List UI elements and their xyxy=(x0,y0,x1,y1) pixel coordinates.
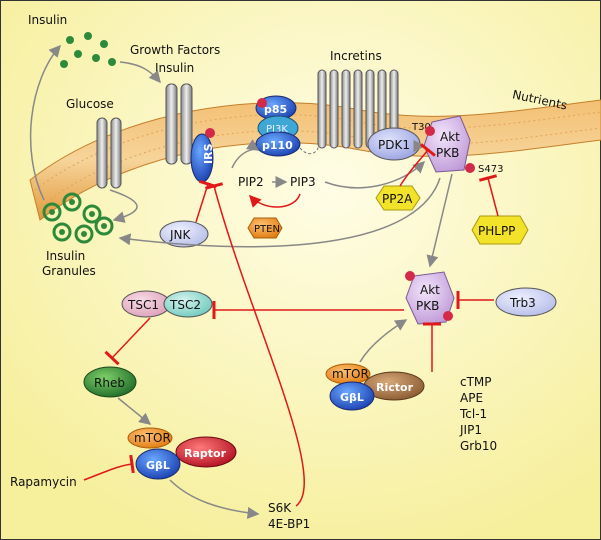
pp2a-inhibition xyxy=(399,143,436,187)
glucose-to-granules-arrow xyxy=(109,189,138,223)
svg-text:PDK1: PDK1 xyxy=(378,138,410,152)
inhibitor-item: Tcl-1 xyxy=(459,407,487,421)
akt-to-akt-arrow xyxy=(426,173,453,268)
phospho-akt-mid-1-icon xyxy=(405,271,415,281)
pi3k-complex: p85 PI3K p110 xyxy=(255,95,301,157)
rapamycin-inhibition xyxy=(83,454,135,481)
pp2a-protein: PP2A xyxy=(375,185,421,211)
svg-text:p110: p110 xyxy=(262,139,293,152)
svg-text:PP2A: PP2A xyxy=(382,192,413,206)
svg-text:PKB: PKB xyxy=(436,146,459,160)
pip3-to-akt-arrow xyxy=(324,160,426,189)
irs-to-pi3k-arrow xyxy=(231,139,260,169)
s6k-inhibits-irs xyxy=(204,182,305,507)
insulin-receptor xyxy=(165,83,193,165)
svg-text:JNK: JNK xyxy=(169,228,192,242)
svg-text:Rictor: Rictor xyxy=(376,381,414,394)
svg-text:PHLPP: PHLPP xyxy=(478,224,515,238)
svg-text:Trb3: Trb3 xyxy=(509,296,536,310)
akt-to-granules-arrow xyxy=(118,177,441,248)
rapamycin-label: Rapamycin xyxy=(10,475,77,489)
phlpp-inhibition xyxy=(478,174,499,217)
svg-text:mTOR: mTOR xyxy=(134,431,171,445)
akt-inhibitor-list: cTMP APE Tcl-1 JIP1 Grb10 xyxy=(459,375,497,453)
incretins-label: Incretins xyxy=(330,49,382,63)
inhibitor-item: Grb10 xyxy=(460,439,497,453)
pten-protein: PTEN xyxy=(247,217,283,239)
pip3-label: PIP3 xyxy=(290,175,316,189)
jnk-protein: JNK xyxy=(159,220,209,248)
4e-bp1-label: 4E-BP1 xyxy=(268,517,310,531)
phospho-s473-icon xyxy=(465,163,475,173)
growth-insulin-label: Insulin xyxy=(155,61,194,75)
trb3-protein: Trb3 xyxy=(495,287,557,317)
t308-label: T308 xyxy=(411,122,437,133)
phospho-akt-mid-2-icon xyxy=(443,311,453,321)
mtorc2-complex: mTOR Rictor GβL xyxy=(325,363,425,411)
svg-text:GβL: GβL xyxy=(146,459,170,472)
svg-text:mTOR: mTOR xyxy=(332,367,369,381)
insulin-granules-label-1: Insulin xyxy=(46,249,85,263)
insulin-to-receptor-arrow xyxy=(119,61,161,84)
insulin-granules xyxy=(42,192,114,244)
growth-factors-label: Growth Factors xyxy=(130,43,220,57)
s6k-label: S6K xyxy=(268,501,292,515)
akt-membrane: Akt PKB xyxy=(423,115,475,173)
svg-text:PTEN: PTEN xyxy=(254,224,280,235)
rheb-to-mtorc1-arrow xyxy=(117,397,152,425)
svg-text:Raptor: Raptor xyxy=(184,447,227,460)
phlpp-protein: PHLPP xyxy=(471,215,529,245)
inhibitor-item: APE xyxy=(460,391,483,405)
phospho-t308-icon xyxy=(425,126,435,136)
svg-text:TSC1: TSC1 xyxy=(127,298,159,312)
glucose-transporter xyxy=(96,117,122,189)
tsc-inhibits-rheb xyxy=(104,317,151,366)
inhibitor-item: JIP1 xyxy=(459,423,482,437)
insulin-granules-label-2: Granules xyxy=(42,264,96,278)
incretin-receptor xyxy=(299,69,399,155)
phospho-irs-icon xyxy=(205,128,215,138)
insulin-molecules xyxy=(60,32,116,68)
svg-text:IRS: IRS xyxy=(202,143,215,164)
svg-text:Rheb: Rheb xyxy=(94,376,125,390)
svg-text:PKB: PKB xyxy=(416,299,439,313)
svg-text:p85: p85 xyxy=(264,103,287,116)
phospho-p85-icon xyxy=(257,98,267,108)
svg-text:TSC2: TSC2 xyxy=(169,298,201,312)
pten-reverse-arrow xyxy=(248,193,301,208)
insulin-top-label: Insulin xyxy=(28,13,67,27)
svg-text:Akt: Akt xyxy=(440,130,460,144)
jnk-inhibition xyxy=(195,179,218,223)
inhibitor-item: cTMP xyxy=(460,375,492,389)
rheb-protein: Rheb xyxy=(83,366,137,398)
glucose-label: Glucose xyxy=(66,97,114,111)
s473-label: S473 xyxy=(478,164,503,175)
mtorc2-to-akt-arrow xyxy=(359,319,408,363)
mtorc1-complex: mTOR Raptor GβL xyxy=(127,427,237,480)
svg-text:PI3K: PI3K xyxy=(266,124,288,135)
svg-text:GβL: GβL xyxy=(340,391,364,404)
mtorc1-to-s6k-arrow xyxy=(169,479,260,519)
svg-text:Akt: Akt xyxy=(420,283,440,297)
pip2-label: PIP2 xyxy=(238,175,264,189)
granules-to-insulin-arrow xyxy=(29,44,61,201)
irs-protein: IRS xyxy=(190,128,215,183)
tsc-complex: TSC1 TSC2 xyxy=(121,290,213,318)
akt-cytosolic: Akt PKB xyxy=(405,271,455,325)
